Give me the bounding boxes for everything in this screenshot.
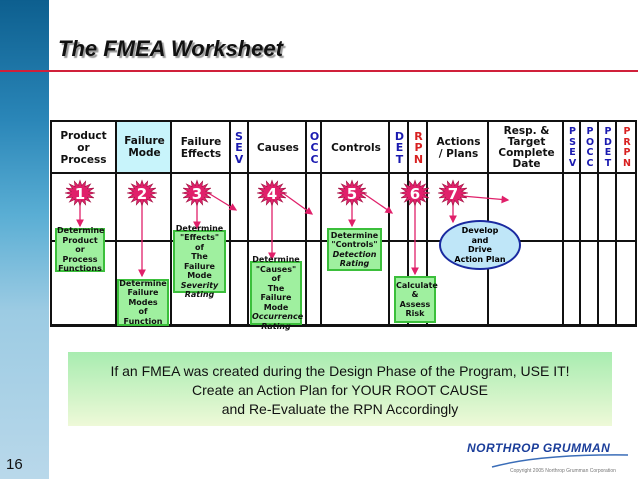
arrow — [461, 195, 510, 204]
step-number: 6 — [410, 185, 420, 203]
header-controls: Controls — [331, 142, 381, 154]
step-star-6: 6 — [399, 179, 431, 207]
arrow — [279, 190, 314, 215]
title-rule — [0, 70, 638, 72]
step-number: 4 — [267, 185, 277, 203]
step-number: 2 — [137, 185, 147, 203]
step-star-7: 7 — [437, 179, 469, 207]
header-actions: Actions/ Plans — [436, 136, 481, 160]
page-number: 16 — [6, 456, 23, 473]
step-star-2: 2 — [126, 179, 158, 207]
header-causes: Causes — [257, 142, 299, 154]
company-logo: NORTHROP GRUMMAN — [467, 441, 611, 455]
guidance-note: If an FMEA was created during the Design… — [68, 352, 612, 426]
divider — [52, 172, 635, 174]
logo-swoosh — [491, 454, 629, 468]
step-number: 5 — [347, 185, 357, 203]
copyright: Copyright 2005 Northrop Grumman Corporat… — [510, 468, 616, 474]
step-number: 7 — [448, 185, 458, 203]
arrow — [204, 190, 238, 211]
step-star-5: 5 — [336, 179, 368, 207]
step-number: 1 — [75, 185, 85, 203]
step-star-3: 3 — [181, 179, 213, 207]
step-number: 3 — [192, 185, 202, 203]
slide-title: The FMEA Worksheet — [58, 36, 283, 61]
arrow — [359, 190, 394, 214]
step-star-4: 4 — [256, 179, 288, 207]
side-decoration — [0, 0, 49, 479]
step-star-1: 1 — [64, 179, 96, 207]
